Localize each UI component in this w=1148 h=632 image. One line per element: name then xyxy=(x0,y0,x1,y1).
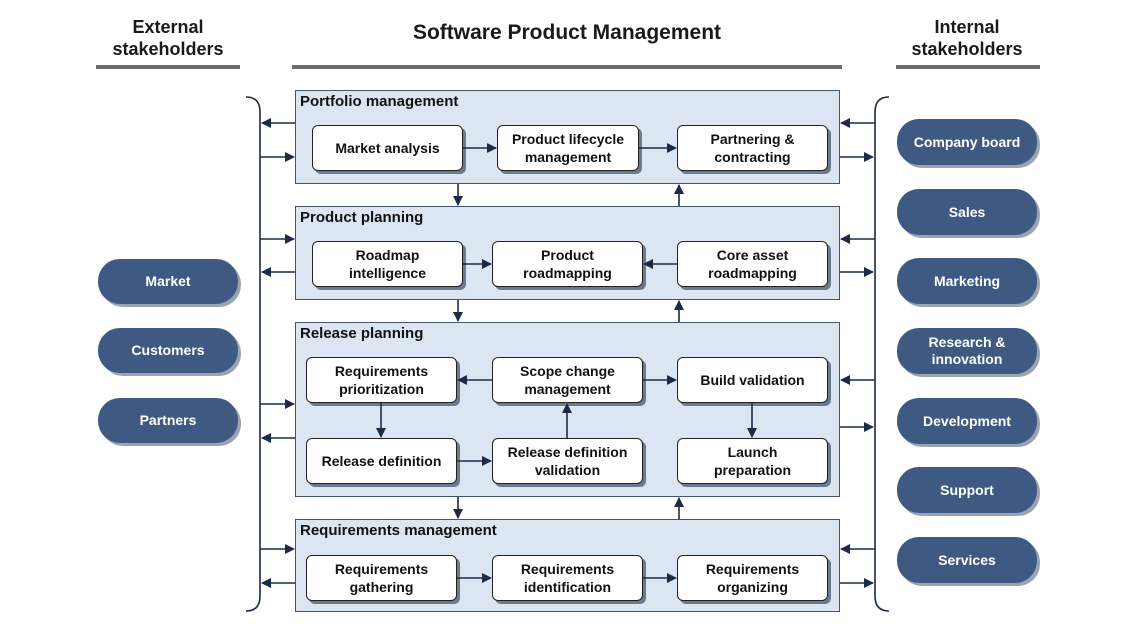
internal-stakeholders-heading: Internal stakeholders xyxy=(911,17,1023,59)
panel-title: Release planning xyxy=(300,325,424,342)
internal-stakeholder-marketing: Marketing xyxy=(897,258,1037,304)
box-release-definition: Release definition xyxy=(306,438,457,484)
box-requirements-gathering: Requirements gathering xyxy=(306,555,457,601)
box-market-analysis: Market analysis xyxy=(312,125,463,171)
panel-title: Requirements management xyxy=(300,522,497,539)
box-product-roadmapping: Product roadmapping xyxy=(492,241,643,287)
box-roadmap-intelligence: Roadmap intelligence xyxy=(312,241,463,287)
box-core-asset-roadmapping: Core asset roadmapping xyxy=(677,241,828,287)
external-stakeholder-customers: Customers xyxy=(98,328,238,373)
external-brace xyxy=(245,96,261,612)
panel-title: Portfolio management xyxy=(300,93,459,110)
box-requirements-prioritization: Requirements prioritization xyxy=(306,357,457,403)
internal-stakeholder-research-innovation: Research & innovation xyxy=(897,328,1037,374)
internal-stakeholder-sales: Sales xyxy=(897,189,1037,235)
external-stakeholder-market: Market xyxy=(98,259,238,304)
internal-heading-underline xyxy=(896,65,1040,69)
internal-brace xyxy=(874,96,890,612)
box-requirements-identification: Requirements identification xyxy=(492,555,643,601)
box-requirements-organizing: Requirements organizing xyxy=(677,555,828,601)
internal-stakeholder-support: Support xyxy=(897,467,1037,513)
main-heading: Software Product Management xyxy=(412,21,722,44)
box-release-definition-validation: Release definition validation xyxy=(492,438,643,484)
box-partnering-contracting: Partnering & contracting xyxy=(677,125,828,171)
panel-title: Product planning xyxy=(300,209,424,226)
external-heading-underline xyxy=(96,65,240,69)
external-stakeholders-heading: External stakeholders xyxy=(112,17,224,59)
internal-stakeholder-development: Development xyxy=(897,398,1037,444)
main-heading-underline xyxy=(292,65,842,69)
box-scope-change-management: Scope change management xyxy=(492,357,643,403)
internal-stakeholder-company-board: Company board xyxy=(897,119,1037,165)
box-product-lifecycle-management: Product lifecycle management xyxy=(497,125,639,171)
internal-stakeholder-services: Services xyxy=(897,537,1037,583)
external-stakeholder-partners: Partners xyxy=(98,398,238,443)
box-build-validation: Build validation xyxy=(677,357,828,403)
box-launch-preparation: Launch preparation xyxy=(677,438,828,484)
